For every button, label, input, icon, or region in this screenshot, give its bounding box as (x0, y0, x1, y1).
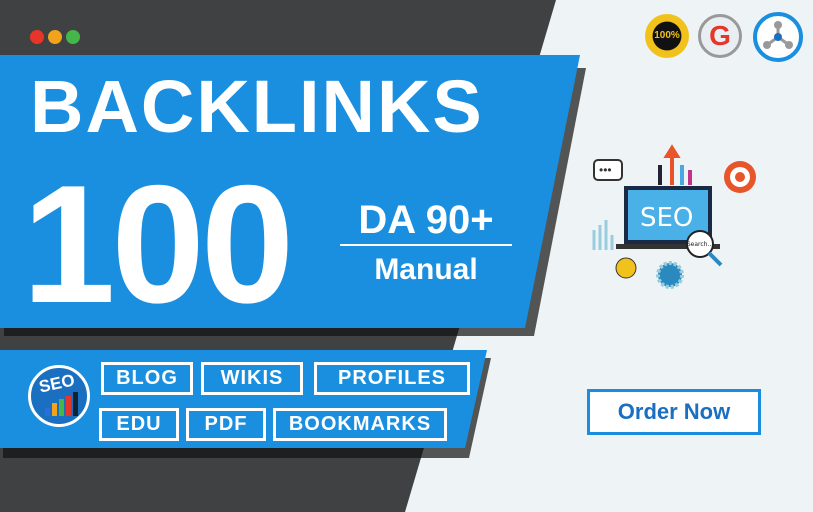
method-label: Manual (374, 253, 478, 286)
seo-illustration: ••• SEO Search... (590, 140, 790, 300)
tag-blog: BLOG (101, 362, 193, 395)
da-label: DA 90+ (340, 200, 512, 246)
tag-edu: EDU (99, 408, 179, 441)
illustration-search-text: Search... (687, 241, 713, 248)
tag-bookmarks: BOOKMARKS (273, 408, 447, 441)
headline: BACKLINKS (30, 65, 484, 148)
backlink-count: 100 (22, 150, 294, 338)
tag-profiles: PROFILES (314, 362, 470, 395)
red-dot-icon (30, 30, 44, 44)
tag-wikis: WIKIS (201, 362, 303, 395)
guarantee-badge-icon: 100% (645, 14, 689, 58)
share-network-icon (753, 12, 803, 62)
orange-dot-icon (48, 30, 62, 44)
headline-banner (0, 55, 580, 328)
svg-text:•••: ••• (599, 163, 612, 177)
illustration-seo-text: SEO (640, 203, 693, 233)
tag-pdf: PDF (186, 408, 266, 441)
seo-logo-icon: SEO (28, 365, 90, 427)
google-badge-icon: G (698, 14, 742, 58)
tags-banner (0, 350, 487, 448)
green-dot-icon (66, 30, 80, 44)
order-now-button[interactable]: Order Now (587, 389, 761, 435)
